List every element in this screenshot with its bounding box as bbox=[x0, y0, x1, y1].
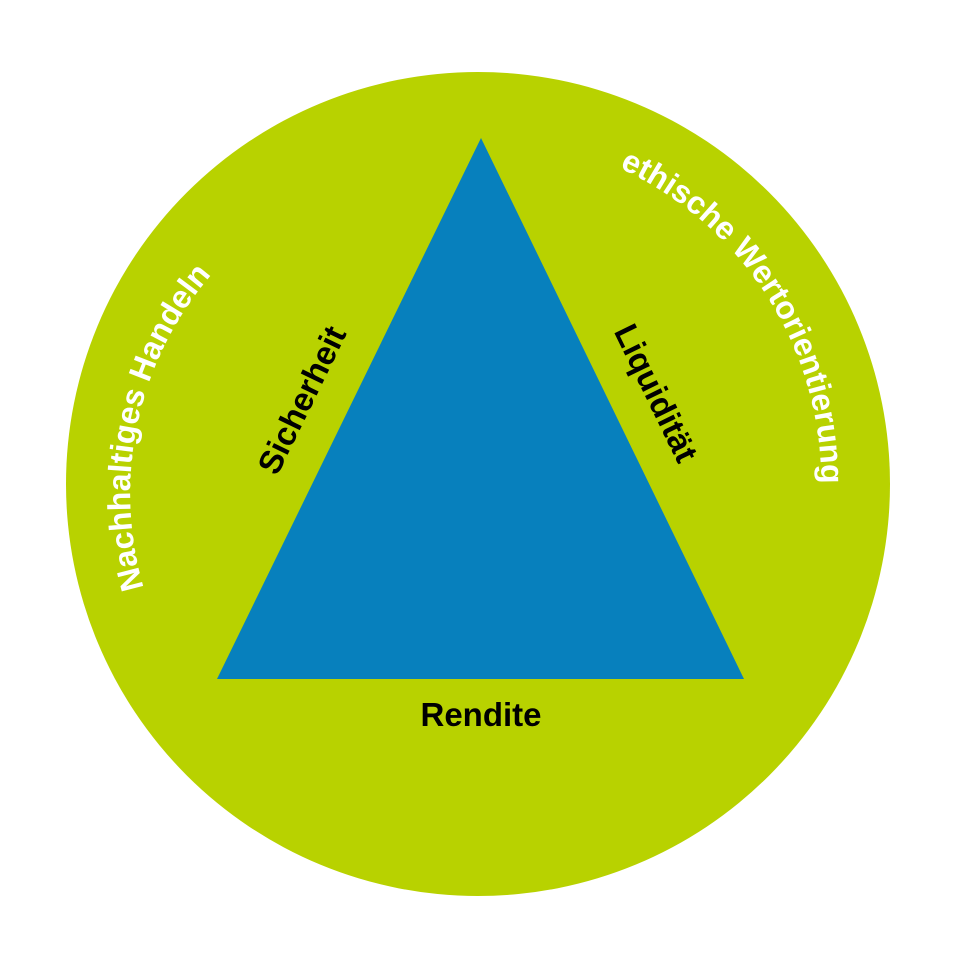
inner-triangle bbox=[217, 138, 744, 679]
triangle-label-bottom: Rendite bbox=[420, 696, 541, 733]
